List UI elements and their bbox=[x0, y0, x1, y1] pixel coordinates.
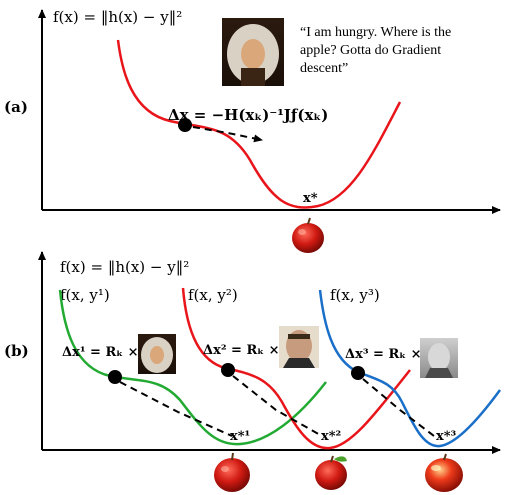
red-apple bbox=[214, 452, 250, 492]
panel-a-current-point bbox=[178, 118, 192, 132]
curve-label-y2: f(x, y²) bbox=[188, 286, 238, 304]
panel-a-update-eq: Δx = −H(xₖ)⁻¹Jƒ(xₖ) bbox=[168, 106, 328, 124]
update-eq-y1: Δx¹ = Rₖ × bbox=[62, 345, 139, 360]
min-label-y3: x*³ bbox=[436, 429, 457, 444]
quote: “I am hungry. Where is the apple? Gotta … bbox=[300, 25, 451, 76]
descent-path-y2 bbox=[232, 375, 323, 437]
quote-line-1: “I am hungry. Where is the bbox=[300, 25, 451, 40]
panel-a-min-label: x* bbox=[303, 191, 318, 206]
curve-y3 bbox=[318, 289, 502, 448]
curve-y1 bbox=[58, 289, 327, 446]
update-eq-y3: Δx³ = Rₖ × bbox=[345, 347, 422, 362]
point-y2 bbox=[221, 363, 235, 377]
gauss-portrait bbox=[279, 326, 319, 368]
red-apple-leaf bbox=[315, 455, 347, 490]
panel-a-f-label: f(x) = ‖h(x) − y‖² bbox=[53, 8, 182, 26]
quote-line-3: descent” bbox=[300, 61, 348, 76]
update-eq-y2: Δx² = Rₖ × bbox=[203, 343, 280, 358]
panel-b: f(x) = ‖h(x) − y‖² (b) f(x, y¹) f(x, y²)… bbox=[4, 251, 502, 492]
point-y3 bbox=[351, 366, 365, 380]
min-label-y1: x*¹ bbox=[230, 429, 250, 444]
curve-y2 bbox=[181, 287, 411, 450]
panel-b-f-label: f(x) = ‖h(x) − y‖² bbox=[60, 258, 189, 276]
panel-a-cost-curve bbox=[116, 39, 402, 209]
curve-label-y1: f(x, y¹) bbox=[60, 286, 110, 304]
red-apple-shiny bbox=[425, 453, 463, 492]
curve-label-y3: f(x, y³) bbox=[330, 286, 380, 304]
panel-a: f(x) = ‖h(x) − y‖² (a) “I am hungry. Whe… bbox=[4, 8, 501, 253]
panel-a-step-arrow bbox=[192, 126, 263, 143]
min-label-y2: x*² bbox=[321, 429, 341, 444]
panel-b-label: (b) bbox=[4, 342, 29, 360]
point-y1 bbox=[108, 370, 122, 384]
quote-line-2: apple? Gotta do Gradient bbox=[300, 43, 441, 58]
descent-path-y3 bbox=[362, 378, 435, 437]
red-apple bbox=[292, 217, 324, 253]
descent-path-y1 bbox=[119, 381, 233, 437]
panel-a-label: (a) bbox=[4, 98, 28, 116]
newton-portrait bbox=[138, 334, 176, 374]
lagrange-portrait bbox=[420, 338, 458, 378]
newton-portrait bbox=[222, 18, 284, 86]
